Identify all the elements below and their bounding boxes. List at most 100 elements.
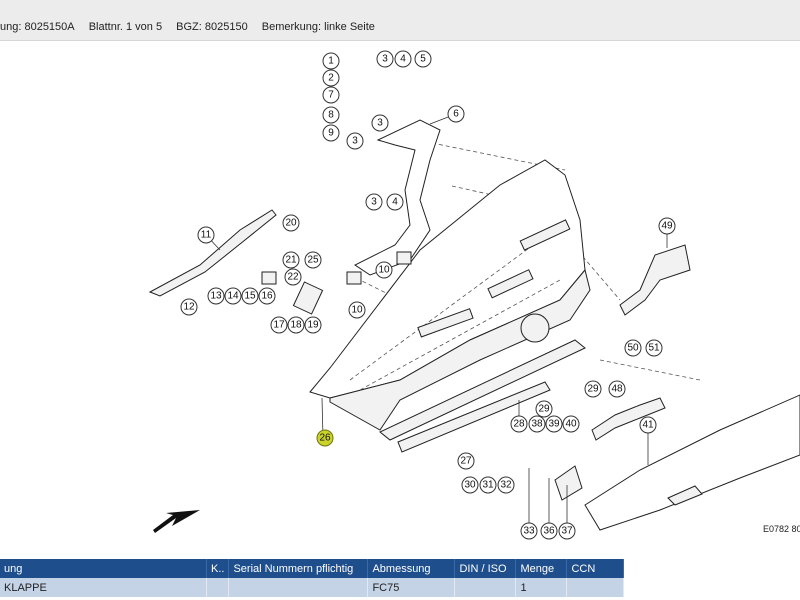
svg-text:17: 17 (273, 320, 285, 331)
svg-text:19: 19 (307, 320, 319, 331)
callout-14[interactable]: 14 (224, 287, 242, 305)
bgz-number: BGZ: 8025150 (176, 21, 248, 33)
callout-3[interactable]: 3 (376, 50, 394, 68)
callout-30[interactable]: 30 (461, 476, 479, 494)
callout-4b[interactable]: 4 (386, 193, 404, 211)
callout-41[interactable]: 41 (639, 416, 657, 434)
svg-text:7: 7 (328, 90, 334, 101)
callout-11[interactable]: 11 (197, 226, 215, 244)
drawing-number: ung: 8025150A (0, 21, 75, 33)
callout-10[interactable]: 10 (375, 261, 393, 279)
callout-13[interactable]: 13 (207, 287, 225, 305)
svg-text:49: 49 (661, 221, 673, 232)
callout-20[interactable]: 20 (282, 214, 300, 232)
callout-3b[interactable]: 3 (371, 114, 389, 132)
callout-27[interactable]: 27 (457, 452, 475, 470)
column-header-serial[interactable]: Serial Nummern pflichtig (228, 559, 369, 578)
callout-29b[interactable]: 29 (535, 400, 553, 418)
sheet-number: Blattnr. 1 von 5 (88, 21, 163, 33)
mount-bracket (591, 397, 666, 441)
support-arm (354, 119, 441, 276)
callout-33[interactable]: 33 (520, 522, 538, 540)
svg-text:28: 28 (513, 419, 525, 430)
svg-text:21: 21 (285, 255, 297, 266)
callout-5[interactable]: 5 (414, 50, 432, 68)
svg-text:31: 31 (482, 480, 494, 491)
callout-49[interactable]: 49 (658, 217, 676, 235)
shield-vent (667, 485, 703, 506)
callout-8[interactable]: 8 (322, 106, 340, 124)
callout-19[interactable]: 19 (304, 316, 322, 334)
svg-text:3: 3 (382, 54, 388, 65)
callout-16[interactable]: 16 (258, 287, 276, 305)
svg-text:27: 27 (460, 456, 472, 467)
svg-text:16: 16 (261, 291, 273, 302)
svg-text:3: 3 (352, 136, 358, 147)
callout-22[interactable]: 22 (284, 268, 302, 286)
svg-text:48: 48 (611, 384, 623, 395)
svg-text:36: 36 (543, 526, 555, 537)
callout-18[interactable]: 18 (287, 316, 305, 334)
callout-50[interactable]: 50 (624, 339, 642, 357)
callout-38[interactable]: 38 (528, 415, 546, 433)
right-bracket (619, 244, 691, 316)
callout-28[interactable]: 28 (510, 415, 528, 433)
flap-contour (349, 239, 561, 391)
svg-text:5: 5 (420, 54, 426, 65)
callout-40[interactable]: 40 (562, 415, 580, 433)
column-header-name[interactable]: ung (0, 559, 207, 578)
svg-text:13: 13 (210, 291, 222, 302)
callout-48[interactable]: 48 (608, 380, 626, 398)
callout-9[interactable]: 9 (322, 124, 340, 142)
column-header-k[interactable]: K.. (206, 559, 230, 578)
cell-din-iso (454, 578, 517, 597)
callout-37[interactable]: 37 (558, 522, 576, 540)
callout-21[interactable]: 21 (282, 251, 300, 269)
cell-quantity: 1 (515, 578, 568, 597)
callout-7[interactable]: 7 (322, 86, 340, 104)
callout-25[interactable]: 25 (304, 251, 322, 269)
svg-text:3: 3 (377, 118, 383, 129)
callout-39[interactable]: 39 (545, 415, 563, 433)
callout-4[interactable]: 4 (394, 50, 412, 68)
column-header-dimension[interactable]: Abmessung (367, 559, 456, 578)
callout-12[interactable]: 12 (180, 298, 198, 316)
lower-shield (584, 394, 800, 531)
callout-2[interactable]: 2 (322, 69, 340, 87)
callout-3d[interactable]: 3 (365, 193, 383, 211)
hinge-bracket (292, 281, 324, 315)
svg-text:30: 30 (464, 480, 476, 491)
callout-15[interactable]: 15 (241, 287, 259, 305)
callout-36[interactable]: 36 (540, 522, 558, 540)
callout-17[interactable]: 17 (270, 316, 288, 334)
svg-text:29: 29 (587, 384, 599, 395)
callout-51[interactable]: 51 (645, 339, 663, 357)
callout-29[interactable]: 29 (584, 380, 602, 398)
flap-slot (487, 269, 534, 299)
svg-text:6: 6 (453, 109, 459, 120)
cell-serial (228, 578, 369, 597)
svg-text:14: 14 (227, 291, 239, 302)
svg-text:32: 32 (500, 480, 512, 491)
callout-32[interactable]: 32 (497, 476, 515, 494)
callout-31[interactable]: 31 (479, 476, 497, 494)
svg-text:33: 33 (523, 526, 535, 537)
column-header-quantity[interactable]: Menge (515, 559, 568, 578)
drawing-metadata: ung: 8025150A Blattnr. 1 von 5 BGZ: 8025… (0, 21, 386, 33)
callout-3c[interactable]: 3 (346, 132, 364, 150)
flap-slot (519, 219, 571, 251)
table-row[interactable]: KLAPPE FC75 1 (0, 578, 625, 597)
column-header-din-iso[interactable]: DIN / ISO (454, 559, 517, 578)
callout-6[interactable]: 6 (447, 105, 465, 123)
svg-text:51: 51 (648, 343, 660, 354)
callout-26-highlighted[interactable]: 26 (316, 429, 334, 447)
svg-text:25: 25 (307, 255, 319, 266)
svg-text:18: 18 (290, 320, 302, 331)
svg-text:1: 1 (328, 56, 334, 67)
callout-1[interactable]: 1 (322, 52, 340, 70)
svg-text:9: 9 (328, 128, 334, 139)
callout-10b[interactable]: 10 (348, 301, 366, 319)
svg-text:11: 11 (201, 230, 212, 241)
seal-strip-lower (397, 381, 551, 453)
column-header-ccn[interactable]: CCN (566, 559, 625, 578)
